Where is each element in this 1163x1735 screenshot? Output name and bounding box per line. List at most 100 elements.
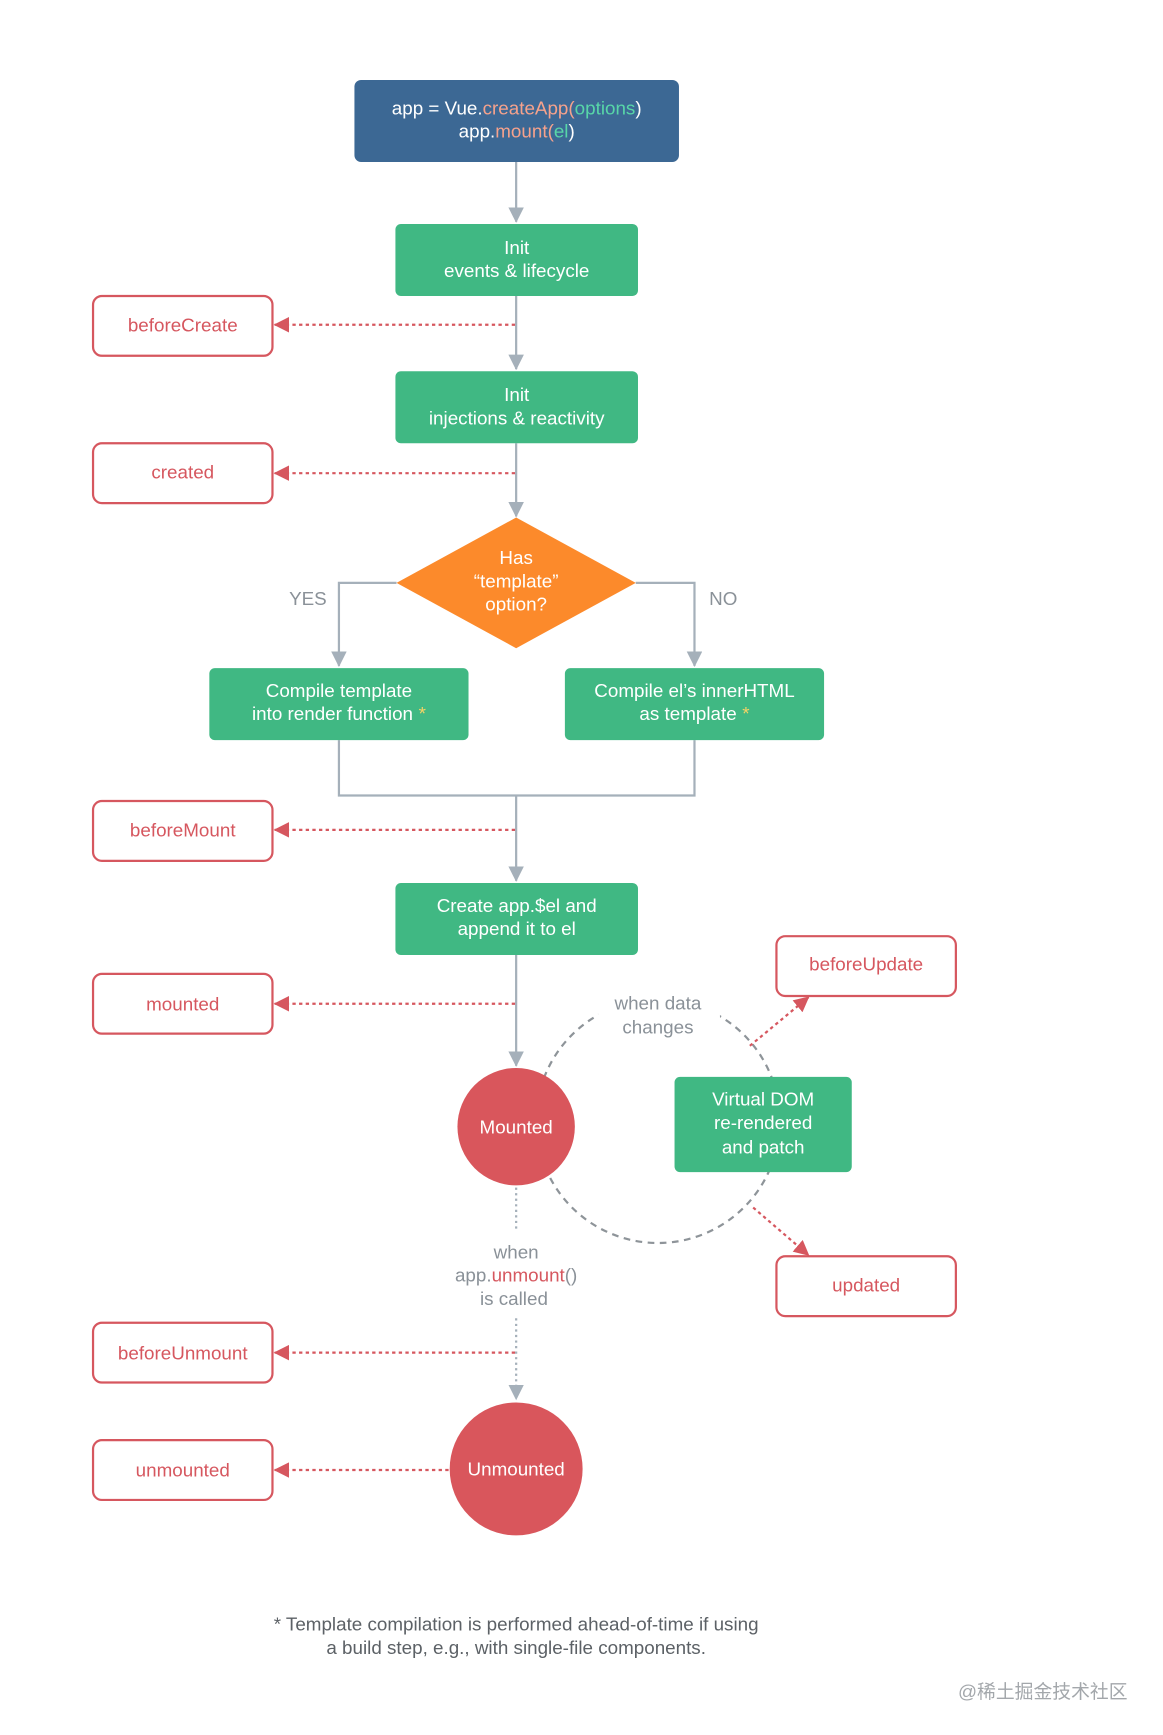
step-compile-el: Compile el’s innerHTML as template *	[564, 668, 825, 741]
hook-unmounted-label: unmounted	[136, 1460, 230, 1481]
step-init-events: Init events & lifecycle	[395, 223, 638, 296]
create-app-close-paren: )	[635, 97, 641, 118]
connector-compile-merge	[337, 740, 696, 797]
unmount-call-annotation: when app.unmount() is called	[455, 1241, 577, 1309]
hook-updated-box	[775, 1255, 957, 1318]
create-app-method: createApp	[483, 97, 569, 118]
hook-before-update: beforeUpdate	[775, 935, 957, 998]
footnote-line2: a build step, e.g., with single-file com…	[326, 1637, 706, 1658]
create-app-argument: options	[575, 97, 636, 118]
hook-before-unmount: beforeUnmount	[91, 1321, 274, 1384]
step-virtual-dom-line1: Virtual DOM	[712, 1089, 814, 1110]
hook-link-before-update	[749, 996, 810, 1047]
step-compile-el-box	[564, 668, 825, 741]
hook-mounted: mounted	[91, 972, 274, 1035]
step-compile-el-line2: as template	[639, 703, 736, 724]
step-compile-el-line1: Compile el’s innerHTML	[594, 680, 794, 701]
step-init-injections-box	[395, 371, 638, 444]
watermark: @稀土掘金技术社区	[958, 1681, 1128, 1702]
create-app-open-paren: (	[568, 97, 575, 118]
data-change-annotation: when data changes	[614, 992, 702, 1037]
state-unmounted-label: Unmounted	[468, 1459, 565, 1480]
mount-method: mount	[495, 121, 548, 142]
hook-before-create-box	[91, 294, 274, 357]
state-unmounted-circle	[449, 1402, 583, 1536]
footnote-line1: * Template compilation is performed ahea…	[274, 1614, 759, 1635]
decision-no-label: NO	[709, 588, 737, 609]
unmount-call-line2: app.unmount()	[455, 1265, 577, 1286]
state-mounted: Mounted	[457, 1067, 575, 1186]
step-compile-template: Compile template into render function *	[209, 668, 469, 741]
hook-created: created	[91, 442, 274, 505]
unmount-call-method: unmount	[492, 1265, 566, 1286]
mount-close-paren: )	[568, 121, 574, 142]
decision-line3: option?	[485, 594, 547, 615]
main-flow-connectors	[331, 161, 703, 1401]
step-compile-el-asterisk: *	[742, 703, 750, 724]
step-virtual-dom-line3: and patch	[722, 1136, 805, 1157]
step-create-el-line1: Create app.$el and	[437, 895, 597, 916]
mount-argument: el	[554, 121, 569, 142]
create-app-code: app = Vue.createApp(options)	[392, 97, 642, 118]
hook-before-mount-box	[91, 799, 274, 862]
hook-before-create-label: beforeCreate	[128, 314, 238, 335]
create-app-prefix: app = Vue.	[392, 97, 483, 118]
step-init-events-box	[395, 223, 638, 296]
step-compile-el-line2-group: as template *	[639, 703, 750, 724]
step-init-injections-line2: injections & reactivity	[429, 407, 605, 428]
unmount-call-line1: when	[493, 1241, 539, 1262]
hook-created-box	[91, 442, 274, 505]
hook-updated-label: updated	[832, 1275, 900, 1296]
update-cycle-label-mask	[598, 983, 720, 1044]
unmount-call-prefix: app.	[455, 1265, 492, 1286]
step-init-injections: Init injections & reactivity	[395, 371, 638, 444]
data-change-line2: changes	[622, 1017, 693, 1038]
connector-decision-yes	[331, 581, 397, 668]
hook-before-mount-label: beforeMount	[130, 819, 236, 840]
hook-link-updated	[752, 1206, 810, 1257]
step-compile-template-asterisk: *	[419, 703, 427, 724]
entry-box	[354, 79, 679, 162]
unmount-call-suffix: ()	[565, 1265, 578, 1286]
step-compile-template-line1: Compile template	[266, 680, 412, 701]
hook-before-create: beforeCreate	[91, 294, 274, 357]
step-compile-template-line2: into render function	[252, 703, 413, 724]
entry-node: app = Vue.createApp(options) app.mount(e…	[354, 79, 679, 162]
hook-unmounted: unmounted	[91, 1439, 274, 1502]
hook-before-unmount-label: beforeUnmount	[118, 1342, 248, 1363]
hook-updated: updated	[775, 1255, 957, 1318]
data-change-line1: when data	[614, 992, 702, 1013]
step-init-injections-line1: Init	[504, 384, 530, 405]
step-init-events-line2: events & lifecycle	[444, 260, 589, 281]
mount-prefix: app.	[459, 121, 496, 142]
step-compile-template-box	[209, 668, 469, 741]
step-virtual-dom-line2: re-rendered	[714, 1112, 812, 1133]
step-create-el-box	[395, 883, 638, 956]
hook-mounted-label: mounted	[146, 993, 219, 1014]
step-init-events-line1: Init	[504, 237, 530, 258]
step-compile-template-line2-group: into render function *	[252, 703, 427, 724]
state-unmounted: Unmounted	[449, 1402, 583, 1536]
hook-created-label: created	[151, 462, 214, 483]
hook-mounted-box	[91, 972, 274, 1035]
step-virtual-dom-box	[674, 1076, 852, 1173]
mount-code: app.mount(el)	[459, 121, 575, 142]
step-create-el-line2: append it to el	[458, 918, 576, 939]
hook-before-unmount-box	[91, 1321, 274, 1384]
state-mounted-circle	[457, 1067, 575, 1186]
decision-line2: “template”	[474, 570, 559, 591]
step-create-el: Create app.$el and append it to el	[395, 883, 638, 956]
connector-decision-no	[635, 581, 703, 668]
mount-open-paren: (	[548, 121, 555, 142]
decision-line1: Has	[499, 547, 532, 568]
unmount-call-line3: is called	[480, 1288, 548, 1309]
footnote: * Template compilation is performed ahea…	[274, 1614, 759, 1658]
hook-before-mount: beforeMount	[91, 799, 274, 862]
hook-before-update-box	[775, 935, 957, 998]
hook-unmounted-box	[91, 1439, 274, 1502]
step-virtual-dom: Virtual DOM re-rendered and patch	[674, 1076, 852, 1173]
hook-before-update-label: beforeUpdate	[809, 954, 923, 975]
hook-links	[273, 317, 810, 1478]
state-mounted-label: Mounted	[480, 1116, 553, 1137]
